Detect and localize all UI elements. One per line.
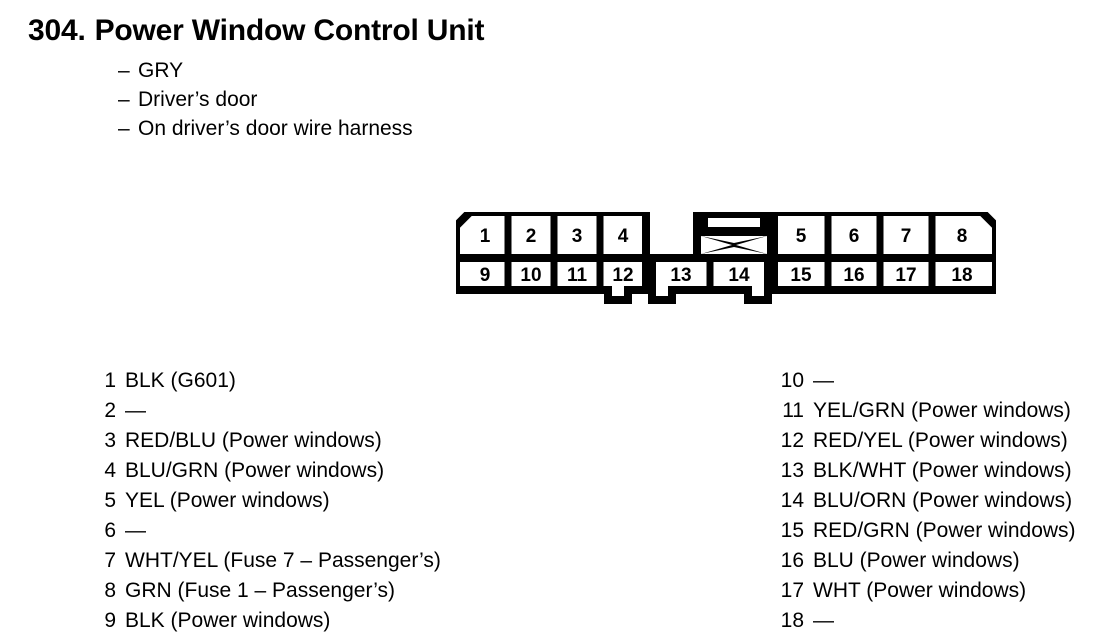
pin-legend-number: 9 — [104, 609, 116, 632]
bullet-dash-icon: – — [118, 88, 130, 111]
pin-legend-number: 12 — [780, 429, 804, 452]
pin-cell-7: 7 — [901, 226, 912, 247]
pin-cell-5: 5 — [796, 226, 807, 247]
subtitle-item-label: GRY — [138, 59, 184, 82]
pin-cell-9: 9 — [480, 265, 491, 286]
pin-legend-number: 11 — [782, 399, 804, 422]
pin-legend-number: 13 — [780, 459, 804, 482]
page-title: 304.Power Window Control Unit — [28, 12, 928, 50]
pin-legend-description: — — [813, 369, 834, 392]
pin-cell-18: 18 — [951, 265, 972, 286]
pin-legend-row: 3 RED/BLU (Power windows) — [88, 426, 708, 456]
subtitle-item-label: On driver’s door wire harness — [138, 117, 413, 140]
pin-legend-row: 15 RED/GRN (Power windows) — [776, 516, 1116, 546]
pin-legend-number: 4 — [104, 459, 116, 482]
connector-middle-body — [648, 254, 772, 304]
connector-diagram: 1 2 3 4 5 6 7 8 9 10 11 12 13 14 15 16 1… — [456, 212, 996, 304]
pin-legend-number: 16 — [780, 549, 804, 572]
subtitle-item-label: Driver’s door — [138, 88, 258, 111]
pin-legend-number: 1 — [104, 369, 116, 392]
pin-legend-description: YEL/GRN (Power windows) — [813, 399, 1071, 422]
pin-legend-description: YEL (Power windows) — [125, 489, 330, 512]
subtitle-item-color: –GRY — [28, 56, 928, 85]
subtitle-item-harness: –On driver’s door wire harness — [28, 114, 928, 143]
pin-legend-description: BLU/ORN (Power windows) — [813, 489, 1073, 512]
pin-legend-right: 10 — 11 YEL/GRN (Power windows) 12 RED/YEL … — [776, 366, 1116, 636]
pin-legend-description: BLU/GRN (Power windows) — [125, 459, 385, 482]
pin-legend-row: 8 GRN (Fuse 1 – Passenger’s) — [88, 576, 708, 606]
subtitle-item-location: –Driver’s door — [28, 85, 928, 114]
pin-cell-13: 13 — [670, 265, 691, 286]
pin-legend-description: WHT/YEL (Fuse 7 – Passenger’s) — [125, 549, 441, 572]
pin-legend-number: 7 — [104, 549, 116, 572]
pin-legend-row: 5 YEL (Power windows) — [88, 486, 708, 516]
pin-legend-description: GRN (Fuse 1 – Passenger’s) — [125, 579, 395, 602]
pin-legend-number: 17 — [780, 579, 804, 602]
pin-cell-15: 15 — [790, 265, 812, 286]
pin-legend-number: 14 — [780, 489, 804, 512]
pin-legend-number: 18 — [780, 609, 804, 632]
pin-legend-description: — — [125, 519, 146, 542]
pin-legend-row: 16 BLU (Power windows) — [776, 546, 1116, 576]
pin-legend-description: BLU (Power windows) — [813, 549, 1020, 572]
pin-legend-row: 1 BLK (G601) — [88, 366, 708, 396]
page-title-number: 304. — [28, 14, 86, 47]
pin-legend-description: BLK/WHT (Power windows) — [813, 459, 1072, 482]
pin-legend-row: 4 BLU/GRN (Power windows) — [88, 456, 708, 486]
pin-legend-description: BLK (Power windows) — [125, 609, 331, 632]
pin-legend-row: 17 WHT (Power windows) — [776, 576, 1116, 606]
pin-legend-description: — — [125, 399, 146, 422]
pin-legend-row: 9 BLK (Power windows) — [88, 606, 708, 636]
latch-icon — [693, 212, 775, 258]
pin-legend-description: BLK (G601) — [125, 369, 236, 392]
pin-legend-row: 6— — [88, 516, 708, 546]
pin-legend-row: 7 WHT/YEL (Fuse 7 – Passenger’s) — [88, 546, 708, 576]
pin-legend-number: 15 — [780, 519, 804, 542]
pin-cell-14: 14 — [728, 265, 750, 286]
pin-legend-number: 8 — [104, 579, 116, 602]
page-title-text: Power Window Control Unit — [94, 14, 485, 47]
pin-legend-description: — — [813, 609, 834, 632]
pin-legend-row: 12 RED/YEL (Power windows) — [776, 426, 1116, 456]
pin-legend-number: 5 — [104, 489, 116, 512]
pin-legend-row: 10 — — [776, 366, 1116, 396]
pin-legend-number: 10 — [780, 369, 804, 392]
pin-cell-6: 6 — [849, 226, 860, 247]
pin-cell-1: 1 — [480, 226, 491, 247]
bullet-dash-icon: – — [118, 117, 130, 140]
pin-cell-3: 3 — [572, 226, 583, 247]
pin-legend-description: RED/BLU (Power windows) — [125, 429, 382, 452]
pin-cell-12: 12 — [612, 265, 633, 286]
pin-legend-row: 14 BLU/ORN (Power windows) — [776, 486, 1116, 516]
pin-cell-11: 11 — [567, 265, 588, 286]
pin-cell-16: 16 — [843, 265, 864, 286]
pin-legend-description: RED/GRN (Power windows) — [813, 519, 1076, 542]
pin-cell-8: 8 — [957, 226, 968, 247]
pin-legend-number: 3 — [104, 429, 116, 452]
pin-legend-number: 6 — [104, 519, 116, 542]
pin-cell-4: 4 — [618, 226, 629, 247]
pin-legend-row: 2— — [88, 396, 708, 426]
pin-legend-description: WHT (Power windows) — [813, 579, 1027, 602]
bullet-dash-icon: – — [118, 59, 130, 82]
pin-legend-description: RED/YEL (Power windows) — [813, 429, 1068, 452]
subtitle-list: –GRY –Driver’s door –On driver’s door wi… — [28, 56, 928, 143]
pin-cell-17: 17 — [895, 265, 916, 286]
pin-legend-number: 2 — [104, 399, 116, 422]
pin-legend-row: 13 BLK/WHT (Power windows) — [776, 456, 1116, 486]
pin-cell-2: 2 — [526, 226, 537, 247]
header-block: 304.Power Window Control Unit –GRY –Driv… — [28, 12, 928, 143]
pin-cell-10: 10 — [520, 265, 541, 286]
pin-legend-row: 11 YEL/GRN (Power windows) — [776, 396, 1116, 426]
pin-legend-row: 18 — — [776, 606, 1116, 636]
